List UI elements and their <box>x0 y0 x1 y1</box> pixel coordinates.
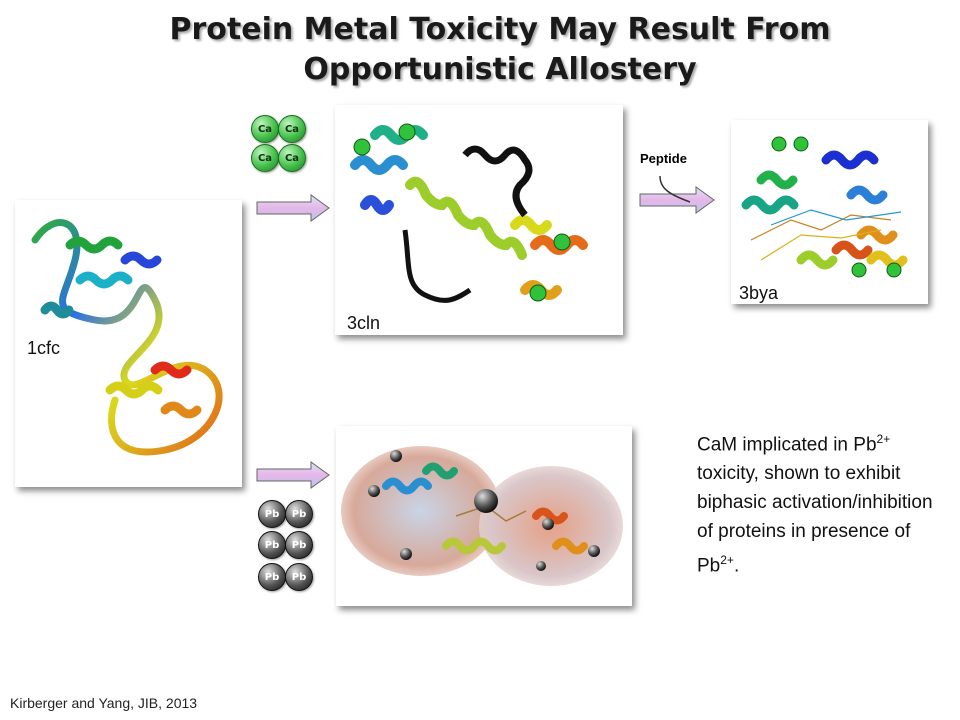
calcium-ion: Ca <box>278 115 306 143</box>
lead-ion: Pb <box>258 500 286 528</box>
surface-illustration-lead-bound <box>341 446 623 586</box>
arrow-right-icon <box>256 461 330 489</box>
lead-ion: Pb <box>258 531 286 559</box>
structure-label-3bya: 3bya <box>739 283 779 303</box>
structure-label-3cln: 3cln <box>347 313 381 333</box>
ribbon-illustration-1cfc <box>31 219 223 456</box>
structure-panel-lead-bound <box>336 426 632 606</box>
arrow-right-icon <box>256 194 330 222</box>
ribbon-illustration-3bya <box>741 136 908 278</box>
title-line-2: Opportunistic Allostery <box>303 52 697 87</box>
description-superscript-2: 2+ <box>720 553 734 568</box>
description-superscript-1: 2+ <box>876 432 891 446</box>
citation: Kirberger and Yang, JIB, 2013 <box>10 695 198 711</box>
description-part-2: toxicity, shown to exhibit biphasic acti… <box>697 463 933 577</box>
structure-panel-3cln <box>335 105 623 335</box>
peptide-arrow-icon <box>639 176 715 214</box>
structure-panel-3bya <box>731 120 928 304</box>
lead-ion: Pb <box>285 531 313 559</box>
calcium-ion: Ca <box>251 144 279 172</box>
ribbon-illustration-3cln <box>350 123 588 303</box>
calcium-ion: Ca <box>278 144 306 172</box>
description-part-1: CaM implicated in Pb <box>697 434 877 456</box>
peptide-label: Peptide <box>640 151 687 166</box>
calcium-ion: Ca <box>251 115 279 143</box>
lead-ion: Pb <box>285 563 313 591</box>
structure-panel-1cfc <box>15 200 242 487</box>
page-title: Protein Metal Toxicity May Result From O… <box>100 10 900 90</box>
lead-ion: Pb <box>285 500 313 528</box>
description-part-3: . <box>733 555 740 577</box>
structure-label-1cfc: 1cfc <box>27 338 61 358</box>
description-text: CaM implicated in Pb2+ toxicity, shown t… <box>697 425 947 581</box>
lead-ion: Pb <box>258 563 286 591</box>
title-line-1: Protein Metal Toxicity May Result From <box>169 12 831 47</box>
